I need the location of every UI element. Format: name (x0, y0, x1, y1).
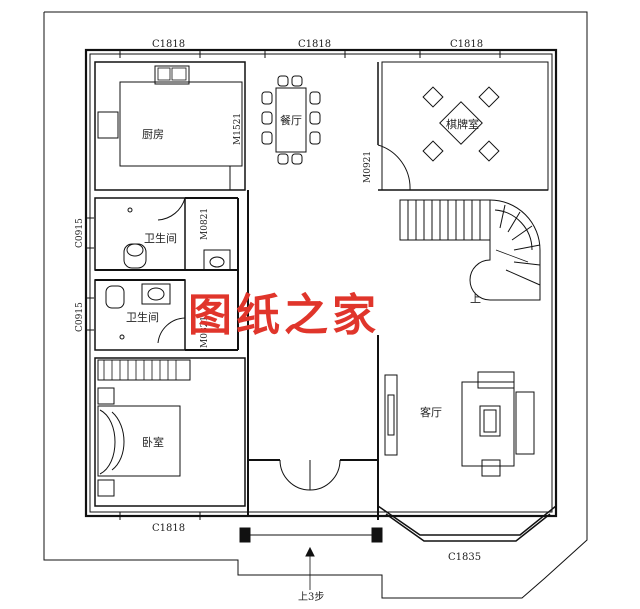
dining-table (261, 75, 321, 165)
stairs-up-label: 上 (470, 292, 481, 305)
room-label-bedroom: 卧室 (142, 435, 164, 449)
living-room (384, 371, 535, 477)
bay-window (377, 200, 557, 542)
mahjong-room (377, 61, 549, 191)
room-label-bath-lower: 卫生间 (126, 310, 159, 324)
kitchen (94, 61, 246, 191)
window-label-top-left: C1818 (152, 39, 185, 50)
window-label-left-upper: C0915 (75, 218, 85, 248)
door-label-kitchen: M1521 (233, 113, 243, 145)
room-label-kitchen: 厨房 (142, 128, 164, 141)
window-marks (86, 50, 501, 520)
room-label-living: 客厅 (420, 405, 442, 419)
window-label-top-mid: C1818 (298, 39, 331, 50)
door-label-bath-lower: M0821 (200, 316, 210, 348)
window-label-left-lower: C0915 (75, 302, 85, 332)
room-label-bath-upper: 卫生间 (144, 231, 177, 245)
hallway-walls (95, 190, 379, 520)
window-label-bottom-right: C1835 (448, 552, 481, 563)
terrace-outline (43, 11, 588, 599)
watermark: 图纸之家 (188, 290, 380, 341)
entrance-doors (239, 459, 383, 590)
bedroom (94, 357, 246, 507)
room-label-dining: 餐厅 (280, 113, 302, 127)
door-label-mahjong: M0921 (363, 151, 373, 183)
window-label-top-right: C1818 (450, 39, 483, 50)
window-label-bottom-left: C1818 (152, 523, 185, 534)
room-label-mahjong: 棋牌室 (446, 117, 479, 131)
door-label-bath-upper: M0821 (200, 208, 210, 240)
staircase (399, 199, 541, 301)
entrance-steps-label: 上3步 (298, 591, 324, 603)
